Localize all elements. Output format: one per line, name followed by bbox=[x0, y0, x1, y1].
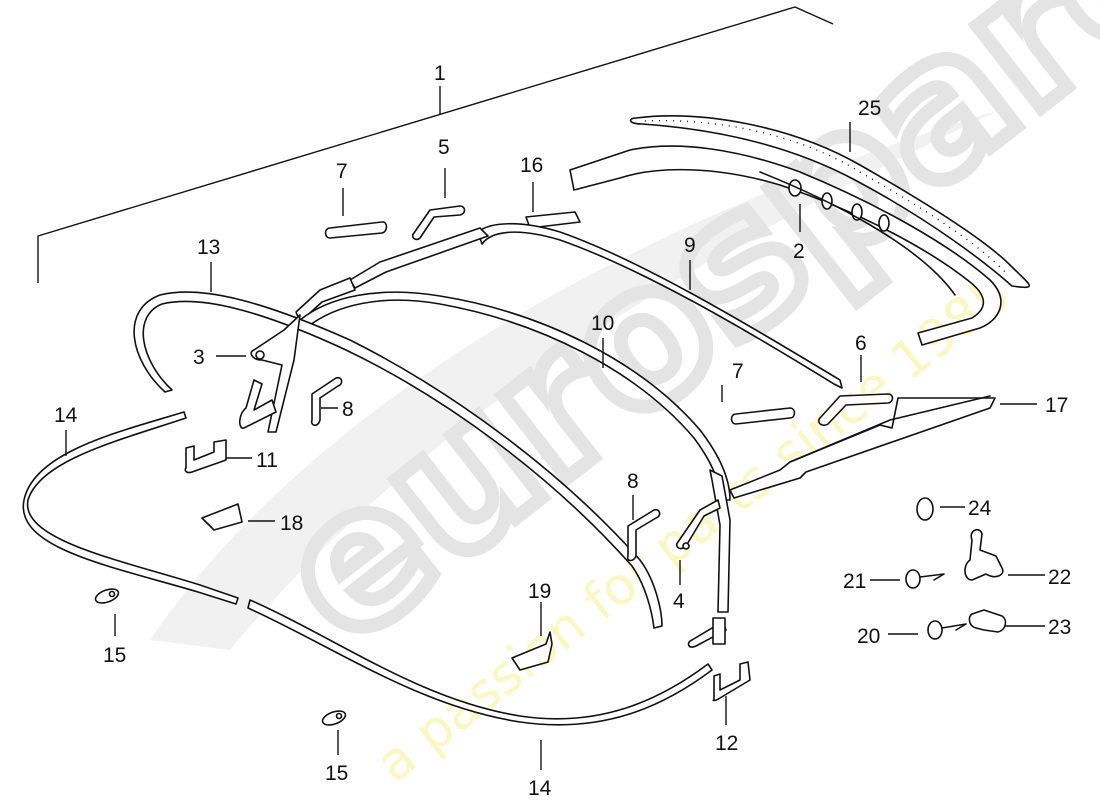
callout-7-lower: 7 bbox=[732, 360, 744, 383]
part-8-link-lower[interactable] bbox=[626, 508, 661, 562]
part-19-plate[interactable] bbox=[511, 631, 553, 671]
callout-19: 19 bbox=[528, 580, 551, 603]
part-20-screw[interactable] bbox=[927, 620, 967, 640]
callout-15-left: 15 bbox=[103, 644, 126, 667]
callout-23: 23 bbox=[1048, 616, 1071, 639]
part-23-clip[interactable] bbox=[968, 609, 1007, 633]
callout-21: 21 bbox=[843, 570, 866, 593]
part-21-screw[interactable] bbox=[905, 569, 945, 589]
part-7-pin-upper[interactable] bbox=[324, 221, 388, 239]
bow-hole bbox=[788, 179, 802, 197]
part-6-bent-link[interactable] bbox=[817, 393, 894, 427]
assembly-bracket-1 bbox=[37, 6, 834, 283]
part-3-hinge-left[interactable] bbox=[238, 314, 301, 433]
bow-hole bbox=[878, 214, 890, 232]
callout-7-upper: 7 bbox=[336, 160, 348, 183]
callout-8-lower: 8 bbox=[627, 470, 639, 493]
part-15-clip-left[interactable] bbox=[94, 586, 121, 605]
part-4-hinge-right[interactable] bbox=[675, 469, 731, 648]
callout-15-bottom: 15 bbox=[325, 762, 348, 785]
callout-10: 10 bbox=[591, 312, 614, 335]
part-18-plate[interactable] bbox=[201, 503, 243, 531]
callout-4: 4 bbox=[673, 590, 685, 613]
part-5-bent-link[interactable] bbox=[411, 205, 466, 241]
callout-6: 6 bbox=[855, 332, 867, 355]
callout-2: 2 bbox=[793, 240, 805, 263]
leader-lines bbox=[65, 122, 1045, 770]
part-25-seal-strip[interactable] bbox=[629, 115, 1031, 289]
callout-3: 3 bbox=[193, 346, 205, 369]
callout-1: 1 bbox=[434, 62, 446, 85]
callout-12: 12 bbox=[715, 732, 738, 755]
callout-22: 22 bbox=[1048, 566, 1071, 589]
watermark-swoosh bbox=[150, 110, 1000, 650]
part-11-bracket[interactable] bbox=[184, 439, 227, 474]
callout-9: 9 bbox=[684, 234, 696, 257]
callout-8-upper: 8 bbox=[342, 398, 354, 421]
callout-20: 20 bbox=[857, 625, 880, 648]
part-8-link-upper[interactable] bbox=[310, 376, 343, 427]
callout-24: 24 bbox=[968, 497, 992, 520]
callout-18: 18 bbox=[280, 512, 303, 535]
watermark: eurospares a passion for parts since 198… bbox=[150, 0, 1100, 794]
callout-11: 11 bbox=[256, 449, 278, 472]
part-14-cable[interactable] bbox=[22, 411, 713, 726]
callout-17: 17 bbox=[1045, 394, 1068, 417]
callout-5: 5 bbox=[438, 136, 450, 159]
callout-labels: 1 2 3 4 5 6 7 7 8 8 9 10 11 12 13 14 14 … bbox=[54, 62, 1071, 800]
part-24-cap[interactable] bbox=[916, 497, 934, 521]
part-22-latch[interactable] bbox=[964, 528, 1004, 581]
frame-side-rail-left[interactable] bbox=[295, 227, 489, 323]
part-12-bracket[interactable] bbox=[712, 661, 751, 702]
part-13-bow[interactable] bbox=[133, 291, 663, 629]
callout-25: 25 bbox=[858, 97, 881, 120]
callout-13: 13 bbox=[197, 236, 220, 259]
callout-14-bottom: 14 bbox=[528, 777, 552, 800]
callout-14-left: 14 bbox=[54, 404, 78, 427]
part-15-clip-bottom[interactable] bbox=[321, 708, 348, 727]
part-17-side-rail[interactable] bbox=[729, 395, 996, 499]
part-2-rear-bow[interactable] bbox=[569, 145, 1002, 346]
callout-16: 16 bbox=[520, 154, 543, 177]
part-7-pin-lower[interactable] bbox=[730, 407, 796, 425]
part-9-bow[interactable] bbox=[477, 222, 843, 389]
